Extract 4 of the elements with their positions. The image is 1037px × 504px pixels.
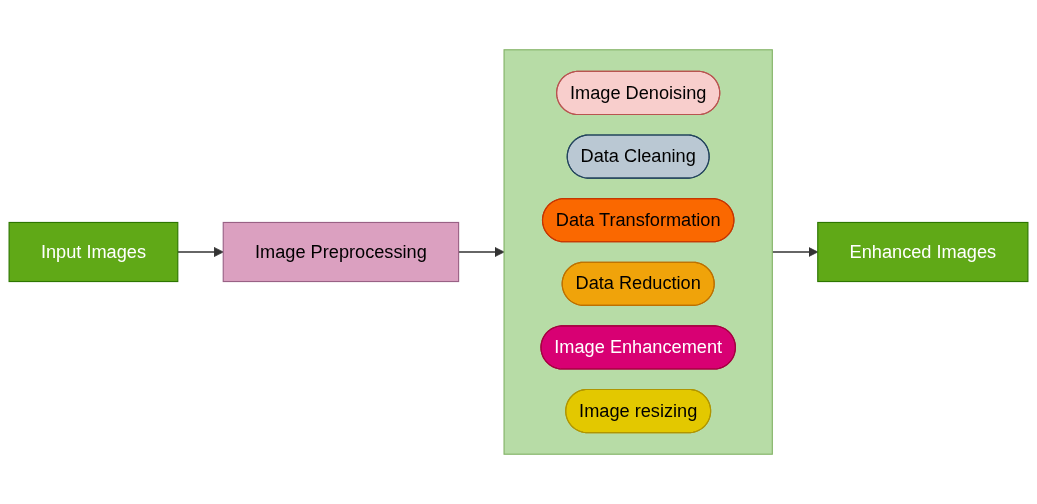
node-box: Enhanced Images (817, 221, 1029, 283)
node-box: Image Preprocessing (222, 221, 460, 283)
cluster (503, 49, 773, 455)
node-box: Input Images (8, 221, 179, 283)
